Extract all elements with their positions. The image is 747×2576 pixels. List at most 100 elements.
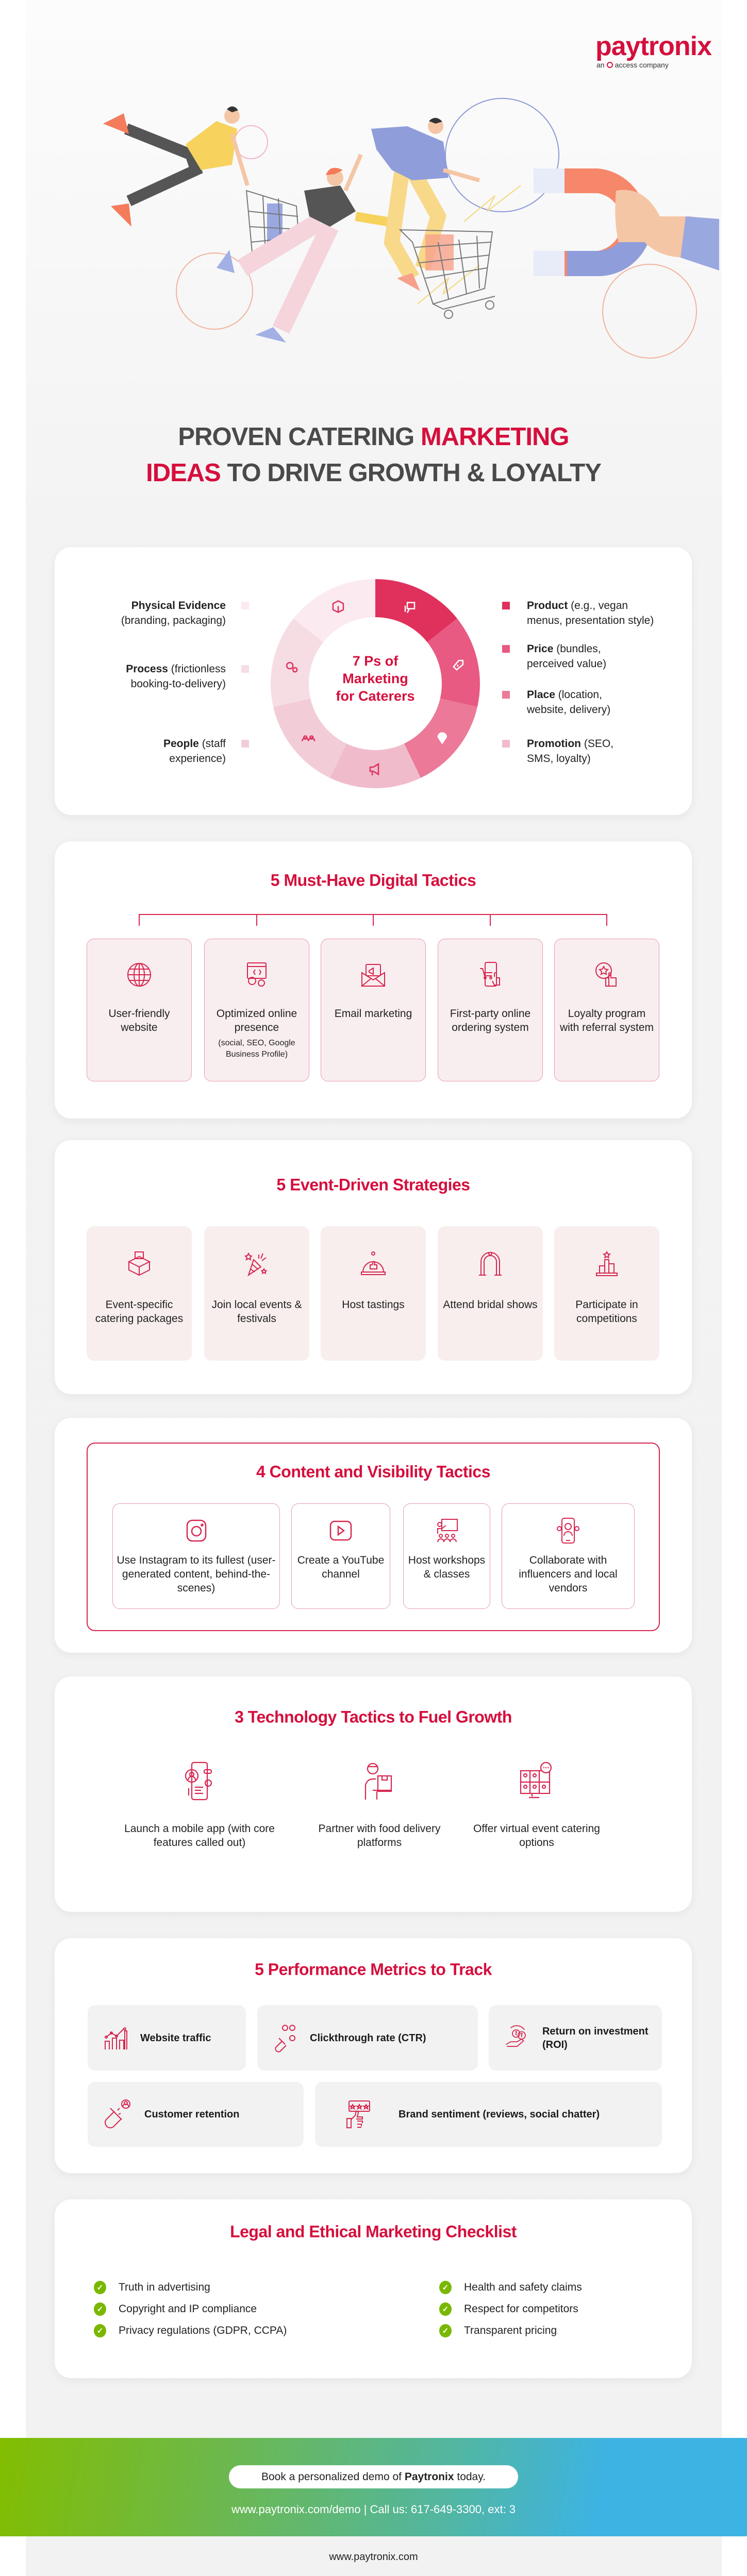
- check-icon: ✓: [439, 2281, 452, 2294]
- legend-desc: (location, website, delivery): [527, 689, 611, 716]
- legend-desc: (SEO, SMS, loyalty): [527, 738, 614, 765]
- content-label: Host workshops & classes: [408, 1554, 486, 1580]
- metric-ctr: Clickthrough rate (CTR): [257, 2005, 478, 2071]
- legend-place: Place (location, website, delivery): [527, 687, 635, 717]
- book-demo-button[interactable]: Book a personalized demo of Paytronix to…: [229, 2465, 518, 2488]
- content-label: Use Instagram to its fullest (user-gener…: [117, 1554, 276, 1594]
- shopper-figure-yellow: [103, 106, 250, 227]
- website-link[interactable]: www.paytronix.com: [329, 2551, 418, 2563]
- legend-swatch: [502, 602, 510, 609]
- mobile-cart-icon: [480, 962, 500, 987]
- section-title: Legal and Ethical Marketing Checklist: [230, 2222, 517, 2241]
- performance-metrics-card: 5 Performance Metrics to Track Website t…: [55, 1938, 692, 2173]
- tech-label: Launch a mobile app (with core features …: [124, 1823, 275, 1849]
- metric-label: Website traffic: [140, 2032, 211, 2044]
- paytronix-logo[interactable]: paytronix an access company: [595, 31, 712, 69]
- event-strategies-card: 5 Event-Driven Strategies Event-specific…: [55, 1140, 692, 1394]
- wedding-arch-icon: [479, 1251, 502, 1276]
- donut-center-label: 7 Ps of Marketing for Caterers: [298, 652, 453, 705]
- magnet-icon: [534, 168, 719, 276]
- donut-segment-price: [427, 618, 480, 707]
- checklist-label: Truth in advertising: [119, 2281, 210, 2293]
- party-popper-icon: [244, 1252, 268, 1277]
- salmon-ring-right: [602, 264, 697, 359]
- content-card-instagram: Use Instagram to its fullest (user-gener…: [112, 1503, 280, 1609]
- strategy-card: Host tastings: [321, 1226, 426, 1361]
- boxes-icon: [127, 1251, 151, 1276]
- cta-text: Book a personalized demo of: [261, 2470, 405, 2483]
- legend-name: Promotion: [527, 738, 581, 750]
- section-title: 5 Performance Metrics to Track: [255, 1960, 492, 1979]
- section-title: 3 Technology Tactics to Fuel Growth: [235, 1707, 512, 1726]
- logo-wordmark: paytronix: [595, 31, 712, 61]
- center-line: Marketing: [342, 671, 408, 686]
- checklist-label: Transparent pricing: [464, 2325, 557, 2336]
- legend-swatch: [241, 665, 249, 673]
- legend-name: Physical Evidence: [131, 600, 226, 612]
- tactic-label-sub: (social, SEO, Google Business Profile): [218, 1039, 295, 1059]
- cta-brand: Paytronix: [404, 2470, 454, 2483]
- salmon-ring-left: [176, 252, 253, 330]
- delivery-person-icon: [364, 1762, 392, 1800]
- magnet-customer-icon: [105, 2099, 130, 2128]
- blue-ring: [445, 98, 559, 212]
- cloche-thumbs-up-icon: [361, 1251, 386, 1275]
- legend-swatch: [502, 740, 510, 748]
- tactic-label: Email marketing: [334, 1008, 412, 1020]
- checklist-item: ✓ Health and safety claims: [439, 2281, 582, 2294]
- web-settings-icon: [247, 962, 267, 987]
- strategy-label: Join local events & festivals: [211, 1299, 302, 1325]
- seven-ps-card: 7 Ps of Marketing for Caterers Physical …: [55, 547, 692, 815]
- content-card-influencers: Collaborate with influencers and local v…: [502, 1503, 635, 1609]
- metric-website-traffic: Website traffic: [88, 2005, 246, 2071]
- tactic-card-email: Email marketing: [321, 939, 426, 1081]
- main-title-line-2: IDEAS TO DRIVE GROWTH & LOYALTY: [0, 457, 747, 488]
- strategy-card: Attend bridal shows: [438, 1226, 543, 1361]
- email-megaphone-icon: [361, 964, 385, 987]
- access-ring-icon: [606, 62, 613, 68]
- instagram-icon: [186, 1519, 206, 1542]
- legend-desc: (bundles, perceived value): [527, 643, 607, 670]
- gears-icon: [286, 662, 298, 673]
- star-thumbs-up-icon: [595, 962, 617, 987]
- tactic-label: User-friendly website: [108, 1008, 170, 1033]
- legend-physical-evidence: Physical Evidence(branding, packaging): [97, 598, 226, 628]
- footer-cta-band: Book a personalized demo of Paytronix to…: [0, 2438, 747, 2536]
- strategy-label: Host tastings: [342, 1299, 405, 1311]
- tactic-label: Optimized online presence (social, SEO, G…: [209, 1007, 305, 1060]
- legend-process: Process (frictionless booking-to-deliver…: [107, 662, 226, 691]
- tactic-label-main: Optimized online presence: [216, 1008, 297, 1033]
- title-accent: MARKETING: [420, 423, 570, 451]
- legend-desc: (staff experience): [169, 738, 226, 765]
- checklist-card: Legal and Ethical Marketing Checklist ✓ T…: [55, 2199, 692, 2378]
- bar-chart-icon: [105, 2027, 127, 2049]
- content-card-workshops: Host workshops & classes: [403, 1503, 490, 1609]
- bracket-connector: [139, 914, 607, 926]
- magnet-users-icon: [275, 2024, 295, 2053]
- center-line: 7 Ps of: [352, 653, 399, 669]
- legend-desc: (frictionless booking-to-delivery): [130, 663, 226, 690]
- metric-brand-sentiment: Brand sentiment (reviews, social chatter…: [315, 2082, 662, 2147]
- digital-tactics-card: 5 Must-Have Digital Tactics User-friendl…: [55, 841, 692, 1118]
- legend-name: Price: [527, 643, 554, 655]
- tech-label: Offer virtual event catering options: [473, 1823, 600, 1849]
- tagline-an: an: [596, 61, 605, 69]
- metric-label: Brand sentiment (reviews, social chatter…: [399, 2109, 600, 2120]
- metric-label: Customer retention: [144, 2109, 240, 2120]
- checklist-item: ✓Respect for competitors: [439, 2302, 578, 2316]
- tactic-label: Loyalty program with referral system: [559, 1008, 654, 1033]
- youtube-icon: [329, 1520, 352, 1541]
- main-title-line-1: PROVEN CATERING MARKETING: [0, 421, 747, 452]
- title-accent: IDEAS: [146, 459, 221, 487]
- section-title: 5 Event-Driven Strategies: [276, 1175, 470, 1194]
- price-tag-icon: [453, 659, 464, 671]
- check-icon: ✓: [439, 2324, 452, 2337]
- check-icon: ✓: [439, 2302, 452, 2316]
- checklist-label: Health and safety claims: [464, 2281, 582, 2293]
- checklist-item: ✓Privacy regulations (GDPR, CCPA): [94, 2324, 287, 2337]
- contact-info-link[interactable]: www.paytronix.com/demo | Call us: 617-64…: [231, 2503, 516, 2516]
- zigzag-icon: [463, 185, 521, 222]
- legend-promotion: Promotion (SEO, SMS, loyalty): [527, 736, 630, 766]
- check-icon: ✓: [94, 2281, 106, 2294]
- metric-customer-retention: Customer retention: [88, 2082, 304, 2147]
